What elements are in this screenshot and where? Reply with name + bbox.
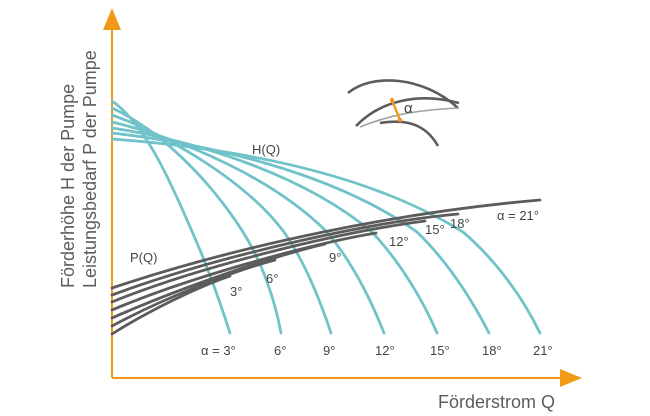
head-angle-label: α = 3° <box>201 343 236 358</box>
power-curve-label: P(Q) <box>130 250 157 265</box>
head-angle-labels: α = 3° 6° 9° 12° 15° 18° 21° <box>201 343 553 358</box>
x-axis-arrow <box>560 369 582 387</box>
alpha-symbol: α <box>404 100 413 117</box>
head-angle-label: 21° <box>533 343 553 358</box>
head-curve-18deg <box>110 131 491 335</box>
y-axis-label-line2: Leistungsbedarf P der Pumpe <box>80 50 100 288</box>
head-angle-label: 6° <box>274 343 286 358</box>
head-angle-label: 18° <box>482 343 502 358</box>
power-curve-12deg <box>110 231 378 312</box>
power-angle-label: 18° <box>450 216 470 231</box>
power-angle-label: α = 21° <box>497 208 539 223</box>
power-curves <box>110 198 542 336</box>
x-axis-label: Förderstrom Q <box>438 392 555 412</box>
axis-labels: Förderstrom Q Förderhöhe H der Pumpe Lei… <box>58 50 555 412</box>
y-axis-label-line1: Förderhöhe H der Pumpe <box>58 84 78 288</box>
head-angle-label: 15° <box>430 343 450 358</box>
axes <box>103 8 582 387</box>
y-axis-arrow <box>103 8 121 30</box>
blade-angle-icon: α <box>347 79 460 147</box>
head-curves <box>110 99 542 335</box>
blade-marker-dot-bottom <box>397 117 403 123</box>
blade-marker-dot-top <box>389 97 395 103</box>
head-angle-label: 12° <box>375 343 395 358</box>
power-angle-label: 15° <box>425 222 445 237</box>
power-curve-15deg <box>110 219 427 304</box>
power-curve-3deg <box>110 274 232 336</box>
power-curve-18deg <box>110 212 460 297</box>
blade-angle-marker <box>390 99 402 121</box>
head-curve-9deg <box>110 113 333 335</box>
blade-lower-curve <box>379 120 440 147</box>
blade-outer-curve <box>347 79 459 109</box>
power-angle-label: 3° <box>230 284 242 299</box>
head-curve-21deg <box>110 137 542 335</box>
head-curve-label: H(Q) <box>252 142 280 157</box>
blade-inner-curve-2 <box>359 107 460 128</box>
power-angle-label: 6° <box>266 271 278 286</box>
power-curve-6deg <box>110 258 277 328</box>
blade-inner-curve-1 <box>355 97 460 127</box>
power-angle-label: 12° <box>389 234 409 249</box>
head-angle-label: 9° <box>323 343 335 358</box>
power-curve-21deg <box>110 198 542 290</box>
power-angle-labels: 3° 6° 9° 12° 15° 18° α = 21° <box>230 208 539 299</box>
power-angle-label: 9° <box>329 250 341 265</box>
curve-family-labels: H(Q) P(Q) <box>130 142 280 265</box>
